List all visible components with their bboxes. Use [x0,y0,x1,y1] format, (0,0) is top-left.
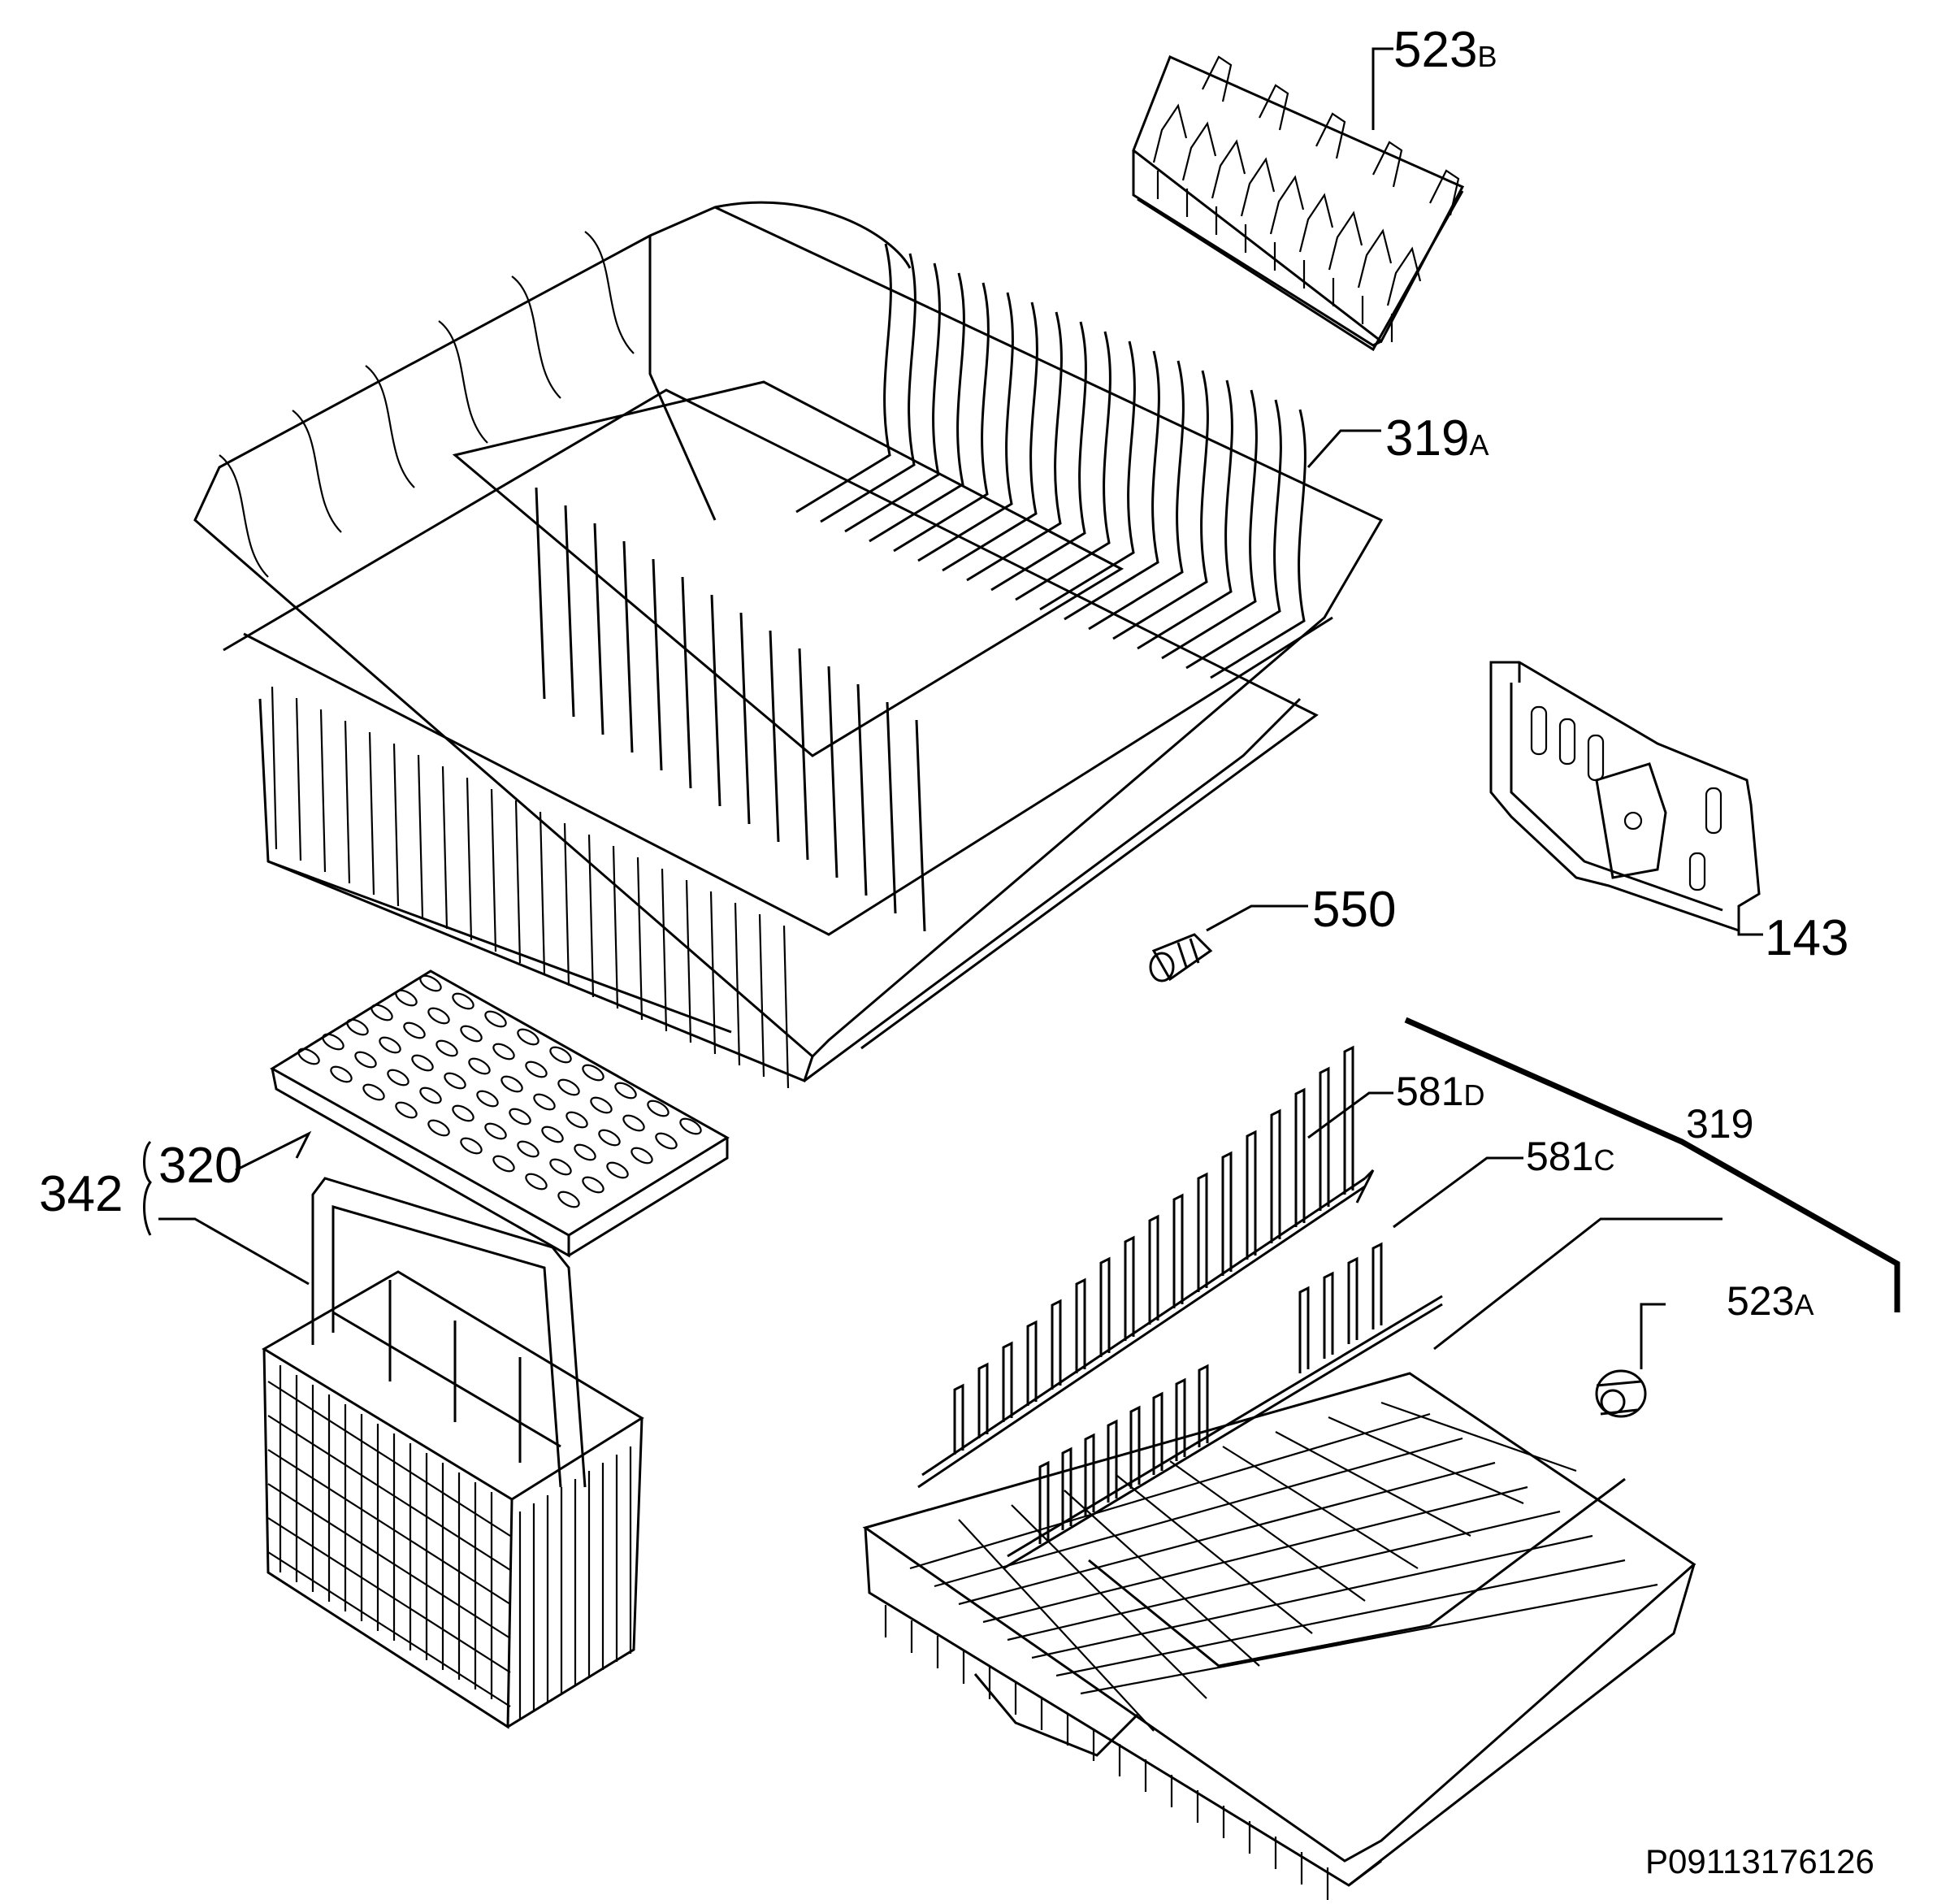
tine-row-581d [917,1045,1375,1489]
label-550: 550 [1312,882,1396,938]
roller-pin-550 [1149,933,1213,982]
roller-523a [1595,1369,1647,1418]
tine-row-581c [1003,1242,1443,1570]
label-143: 143 [1765,910,1848,966]
part-labels: 523B 319A 550 143 581D 581C 319 523A 342… [39,22,1874,1880]
cutlery-basket-342 [262,1177,644,1729]
label-319a: 319A [1385,410,1488,466]
upper-basket-319a [193,201,1384,1089]
label-581c: 581C [1526,1134,1614,1179]
leader-lines [143,47,1900,1369]
comb-insert-523b [1132,54,1465,352]
cutlery-lid-320 [270,969,730,1258]
label-581d: 581D [1396,1069,1484,1114]
label-319: 319 [1686,1101,1753,1147]
label-523a: 523A [1727,1278,1814,1324]
drawing-code: P09113176126 [1645,1842,1874,1880]
label-342: 342 [39,1166,123,1222]
lower-basket-319 [862,1372,1696,1900]
label-320: 320 [158,1138,242,1194]
label-523b: 523B [1393,22,1497,78]
rail-bracket-143 [1489,661,1761,933]
